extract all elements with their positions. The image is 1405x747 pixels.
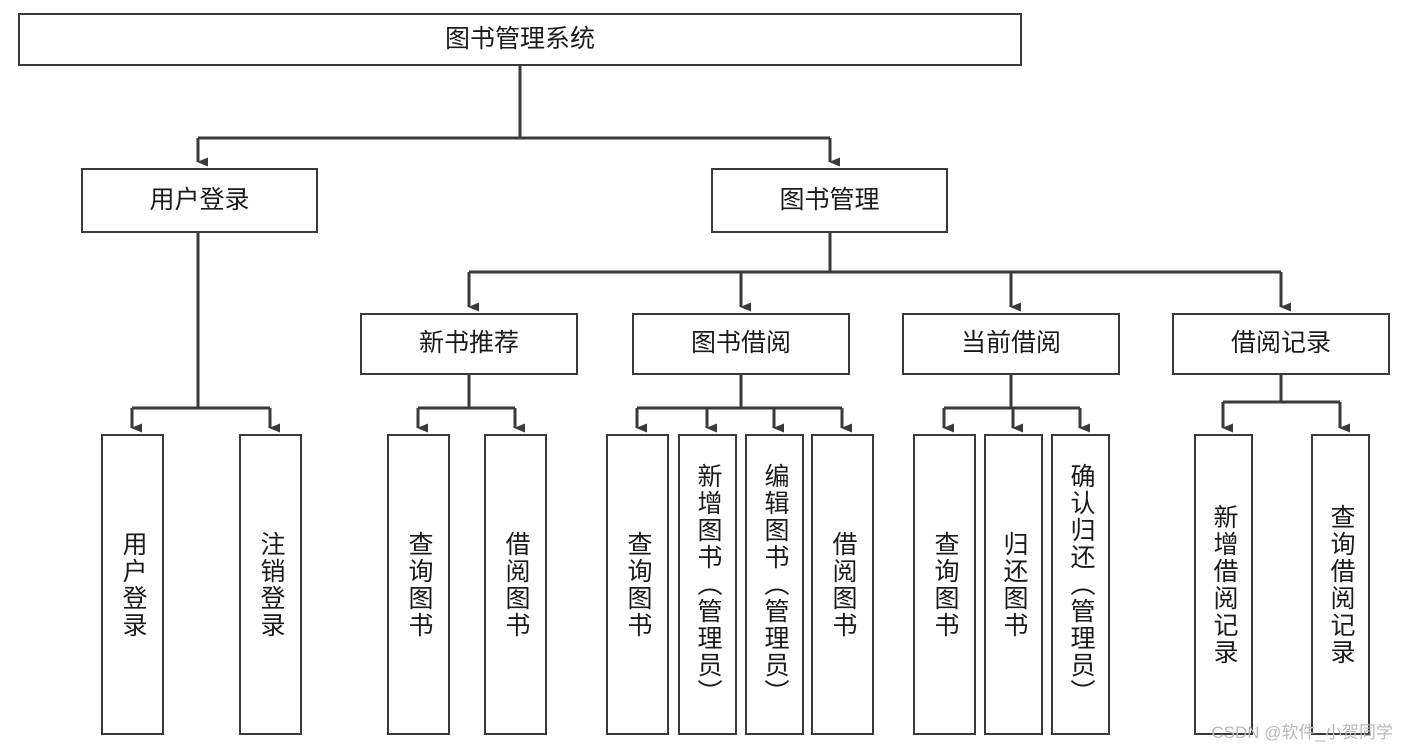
leaf-query-record[interactable]: 查询借阅记录 [1311,434,1370,735]
node-new-book-recommend-label: 新书推荐 [418,329,519,358]
leaf-add-book-label: 新增图书（管理员） [694,463,722,706]
leaf-user-login-label: 用户登录 [119,530,147,639]
leaf-query-book-2-label: 查询图书 [624,530,652,639]
watermark-text: CSDN @软件_小贺同学 [1211,723,1393,742]
leaf-query-record-label: 查询借阅记录 [1327,503,1355,666]
node-root[interactable]: 图书管理系统 [18,13,1022,66]
leaf-query-book-1-label: 查询图书 [405,530,433,639]
leaf-logout[interactable]: 注销登录 [239,434,302,735]
leaf-query-book-3[interactable]: 查询图书 [913,434,976,735]
node-book-borrow-label: 图书借阅 [690,329,791,358]
node-current-borrow[interactable]: 当前借阅 [902,313,1120,375]
leaf-edit-book-label: 编辑图书（管理员） [761,463,789,706]
node-user-login[interactable]: 用户登录 [81,168,318,233]
leaf-edit-book[interactable]: 编辑图书（管理员） [745,434,804,735]
node-current-borrow-label: 当前借阅 [960,329,1061,358]
node-user-login-label: 用户登录 [149,185,250,214]
leaf-confirm-return-label: 确认归还（管理员） [1067,463,1095,706]
leaf-borrow-book-2-label: 借阅图书 [829,530,857,639]
node-root-label: 图书管理系统 [444,24,595,53]
leaf-return-book-label: 归还图书 [1000,530,1028,639]
leaf-logout-label: 注销登录 [257,530,285,639]
leaf-borrow-book-2[interactable]: 借阅图书 [811,434,874,735]
node-book-borrow[interactable]: 图书借阅 [632,313,850,375]
leaf-user-login[interactable]: 用户登录 [101,434,164,735]
leaf-add-book[interactable]: 新增图书（管理员） [678,434,737,735]
leaf-query-book-1[interactable]: 查询图书 [387,434,450,735]
leaf-borrow-book-1-label: 借阅图书 [502,530,530,639]
node-borrow-record-label: 借阅记录 [1230,329,1331,358]
node-new-book-recommend[interactable]: 新书推荐 [360,313,578,375]
leaf-borrow-book-1[interactable]: 借阅图书 [484,434,547,735]
leaf-confirm-return[interactable]: 确认归还（管理员） [1051,434,1110,735]
leaf-return-book[interactable]: 归还图书 [984,434,1043,735]
leaf-query-book-2[interactable]: 查询图书 [606,434,669,735]
leaf-query-book-3-label: 查询图书 [931,530,959,639]
node-book-manage[interactable]: 图书管理 [711,168,948,233]
leaf-add-record[interactable]: 新增借阅记录 [1194,434,1253,735]
leaf-add-record-label: 新增借阅记录 [1210,503,1238,666]
node-borrow-record[interactable]: 借阅记录 [1172,313,1390,375]
node-book-manage-label: 图书管理 [779,185,880,214]
